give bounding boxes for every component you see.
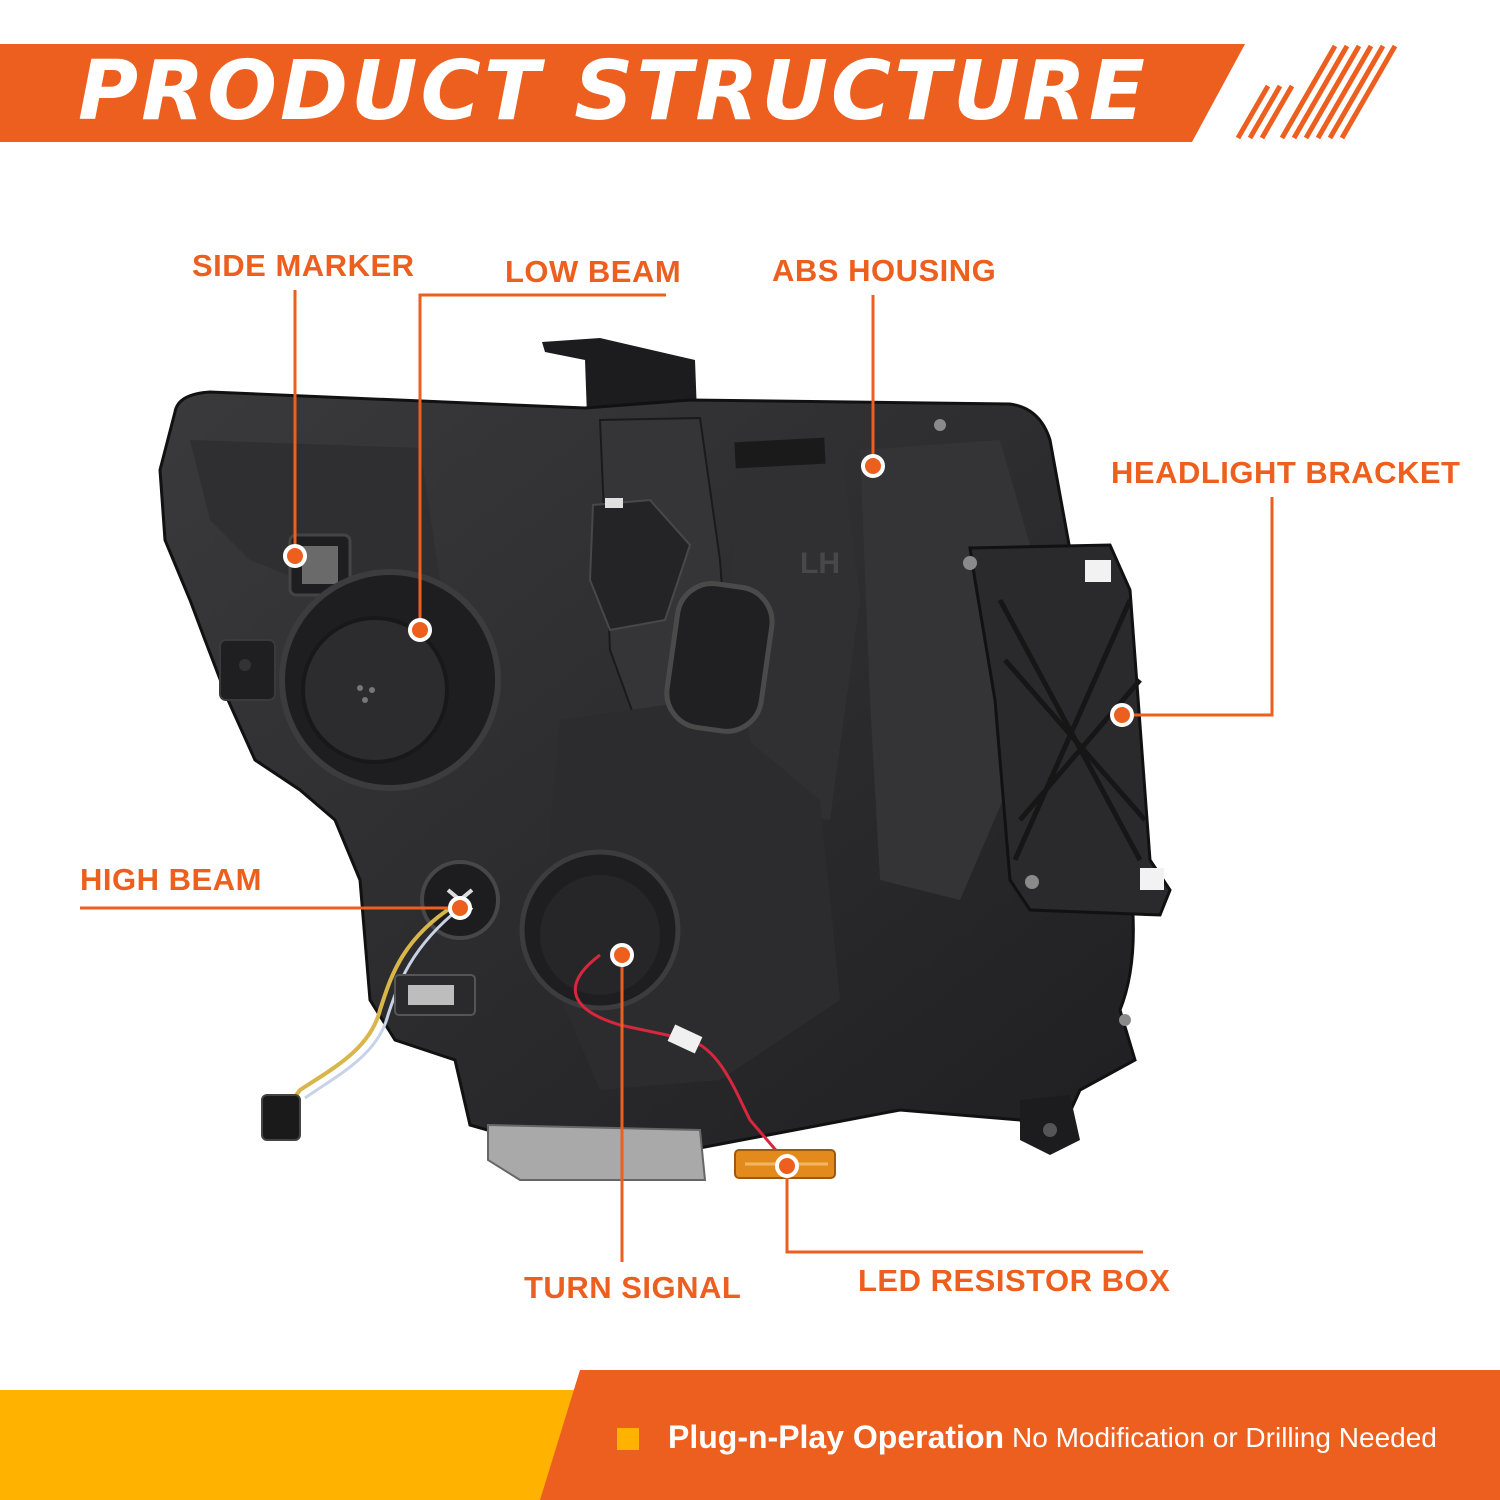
- side-marker-label: SIDE MARKER: [192, 248, 415, 283]
- high-beam-label: HIGH BEAM: [80, 862, 262, 897]
- abs-housing-label: ABS HOUSING: [772, 253, 997, 288]
- callout-dots: [283, 454, 1134, 1178]
- header-banner: [0, 44, 1398, 142]
- footer-banner: [0, 1370, 1500, 1500]
- led-resistor-box-line: [785, 1166, 1143, 1254]
- high-beam-dot: [448, 896, 472, 920]
- callout-lines: [80, 290, 1274, 1262]
- headlight-bracket-dot: [1110, 703, 1134, 727]
- headlight-bracket-label: HEADLIGHT BRACKET: [1111, 455, 1461, 490]
- led-resistor-box-label: LED RESISTOR BOX: [858, 1263, 1171, 1298]
- low-beam-line: [418, 293, 666, 630]
- page-title: PRODUCT STRUCTURE: [78, 44, 1148, 139]
- lh-mark: LH: [800, 547, 840, 580]
- headlight-bracket-line: [1122, 497, 1274, 717]
- low-beam-dot: [408, 618, 432, 642]
- side-marker-dot: [283, 544, 307, 568]
- led-resistor-box-dot: [775, 1154, 799, 1178]
- bullet-square-icon: [617, 1428, 639, 1450]
- turn-signal-label: TURN SIGNAL: [524, 1270, 742, 1305]
- stripe-decoration: [1235, 44, 1398, 140]
- low-beam-label: LOW BEAM: [505, 254, 682, 289]
- feature-note: No Modification or Drilling Needed: [1012, 1422, 1437, 1453]
- turn-signal-dot: [610, 943, 634, 967]
- abs-housing-dot: [861, 454, 885, 478]
- feature-text: Plug-n-Play Operation: [668, 1419, 1005, 1455]
